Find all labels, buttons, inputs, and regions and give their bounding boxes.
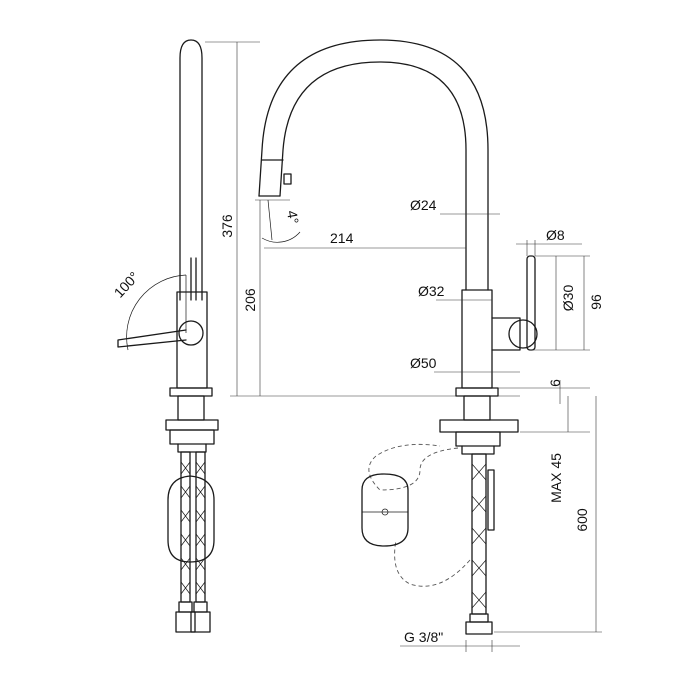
front-nut-foot [461,445,495,455]
height-spout-label: 206 [242,288,258,312]
front-fixing-nut [455,431,501,447]
thread-label: G 3/8" [404,629,443,645]
side-diverter-box [167,475,215,563]
spray-head-button [283,173,292,185]
hose-counterweight [361,473,409,547]
spout-angle-label: 4° [284,209,302,225]
front-spout-outer [279,61,467,291]
front-hose [465,453,495,635]
side-fixing-washer [165,419,219,431]
side-hoses [175,451,211,633]
height-dimensions [205,41,520,397]
max-deck-label: MAX 45 [548,453,564,503]
spout-angle-ref [267,199,273,241]
hose-length-label: 600 [574,508,590,532]
lever-angle-arc [126,274,187,351]
front-lever [526,255,536,351]
dia-spout-label: Ø24 [410,197,437,213]
front-handle-stub [491,317,521,351]
base-height-label: 6 [547,379,563,387]
side-nut-foot [177,443,207,453]
lever-angle-label: 100° [111,269,142,301]
side-base-plate [169,387,213,397]
pullout-hose-dashed [368,443,471,587]
counterweight-screw [381,508,389,516]
reach-label: 214 [330,230,354,246]
front-fixing-plate [439,419,519,433]
side-lever-handle [117,329,187,348]
dia-handle-label: Ø30 [560,285,576,312]
front-shank [463,395,491,421]
side-shank [177,395,205,421]
front-body [461,289,493,389]
dia-base-label: Ø50 [410,355,437,371]
side-lever-slot [190,257,197,301]
height-total-label: 376 [219,214,235,238]
height-handle-label: 96 [588,294,604,310]
side-view [117,39,219,633]
front-handle-knob [508,319,538,349]
side-spout-tube [179,39,203,301]
spout-angle-arc [261,231,301,243]
dia-lever-label: Ø8 [546,227,565,243]
front-view [258,39,538,635]
dia-body-label: Ø32 [418,283,445,299]
front-spout-inner [258,39,489,291]
front-base-plate [455,387,499,397]
side-fixing-nut [169,429,215,445]
front-dimensions [264,213,602,652]
side-lever-knob [178,320,204,346]
